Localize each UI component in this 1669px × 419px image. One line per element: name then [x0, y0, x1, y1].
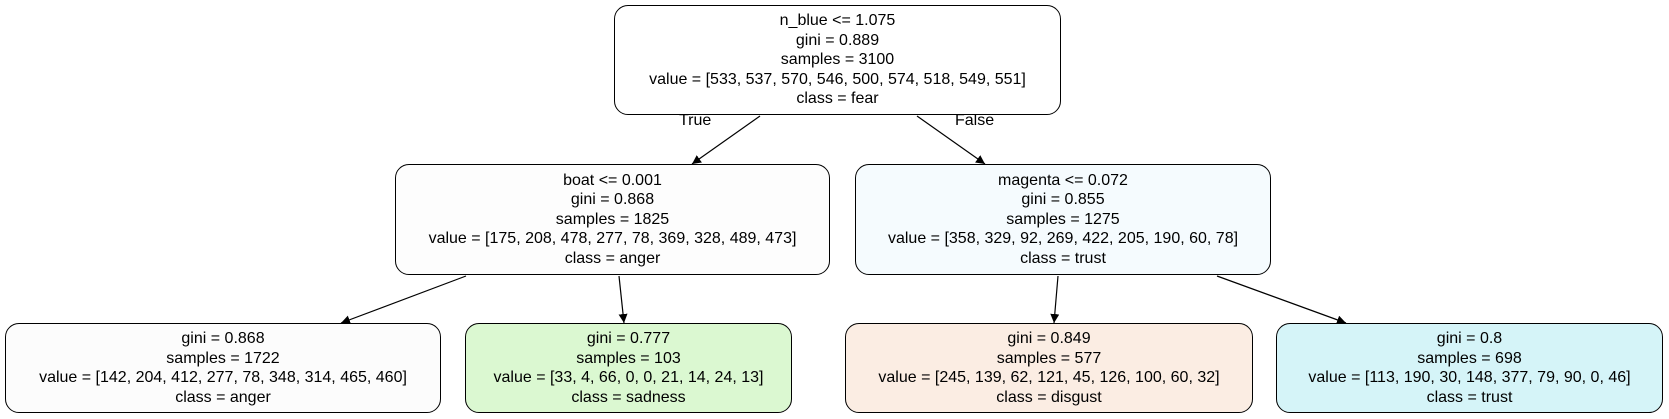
node-gini: gini = 0.777	[586, 330, 671, 347]
tree-leaf-right-right: gini = 0.8 samples = 698 value = [113, 1…	[1276, 323, 1663, 413]
edge-right-rightleft	[1050, 275, 1060, 324]
tree-leaf-right-left: gini = 0.849 samples = 577 value = [245,…	[845, 323, 1253, 413]
node-value: value = [142, 204, 412, 277, 78, 348, 31…	[39, 369, 407, 386]
edge-left-leftright	[618, 275, 628, 324]
edge-label-true: True	[679, 112, 712, 129]
node-gini: gini = 0.849	[1007, 330, 1091, 347]
node-class: class = fear	[796, 90, 879, 108]
node-samples: samples = 1275	[1006, 210, 1120, 228]
node-value: value = [113, 190, 30, 148, 377, 79, 90,…	[1308, 369, 1631, 386]
node-value: value = [533, 537, 570, 546, 500, 574, 5…	[649, 70, 1026, 88]
node-split-rule: n_blue <= 1.075	[779, 12, 896, 30]
tree-node-root: n_blue <= 1.075 gini = 0.889 samples = 3…	[614, 5, 1061, 115]
node-class: class = disgust	[996, 388, 1102, 406]
tree-leaf-left-left: gini = 0.868 samples = 1722 value = [142…	[5, 323, 441, 413]
node-samples: samples = 1825	[555, 210, 670, 228]
node-gini: gini = 0.855	[1021, 191, 1105, 209]
node-value: value = [245, 139, 62, 121, 45, 126, 100…	[878, 369, 1220, 386]
edge-root-left	[691, 115, 761, 165]
node-samples: samples = 3100	[780, 51, 895, 69]
node-value: value = [33, 4, 66, 0, 0, 21, 14, 24, 13…	[493, 369, 764, 386]
node-split-rule: magenta <= 0.072	[998, 171, 1128, 189]
node-gini: gini = 0.868	[181, 330, 265, 347]
node-class: class = trust	[1426, 388, 1513, 406]
edge-root-right	[916, 115, 986, 165]
node-samples: samples = 1722	[166, 349, 280, 367]
edge-right-rightright	[1216, 275, 1347, 325]
edge-left-leftleft	[340, 275, 467, 325]
node-samples: samples = 103	[576, 349, 681, 367]
node-value: value = [175, 208, 478, 277, 78, 369, 32…	[428, 230, 797, 248]
node-gini: gini = 0.868	[570, 191, 655, 209]
node-class: class = anger	[175, 388, 271, 406]
node-split-rule: boat <= 0.001	[563, 171, 662, 189]
node-gini: gini = 0.889	[795, 31, 880, 49]
tree-node-right: magenta <= 0.072 gini = 0.855 samples = …	[855, 164, 1271, 275]
node-class: class = anger	[564, 249, 661, 267]
node-samples: samples = 577	[996, 349, 1102, 367]
node-gini: gini = 0.8	[1436, 330, 1503, 347]
edge-label-false: False	[955, 112, 995, 129]
tree-leaf-left-right: gini = 0.777 samples = 103 value = [33, …	[465, 323, 792, 413]
tree-node-left: boat <= 0.001 gini = 0.868 samples = 182…	[395, 164, 830, 275]
node-value: value = [358, 329, 92, 269, 422, 205, 19…	[887, 230, 1239, 248]
node-class: class = sadness	[571, 388, 686, 406]
node-class: class = trust	[1020, 249, 1106, 267]
node-samples: samples = 698	[1417, 349, 1522, 367]
